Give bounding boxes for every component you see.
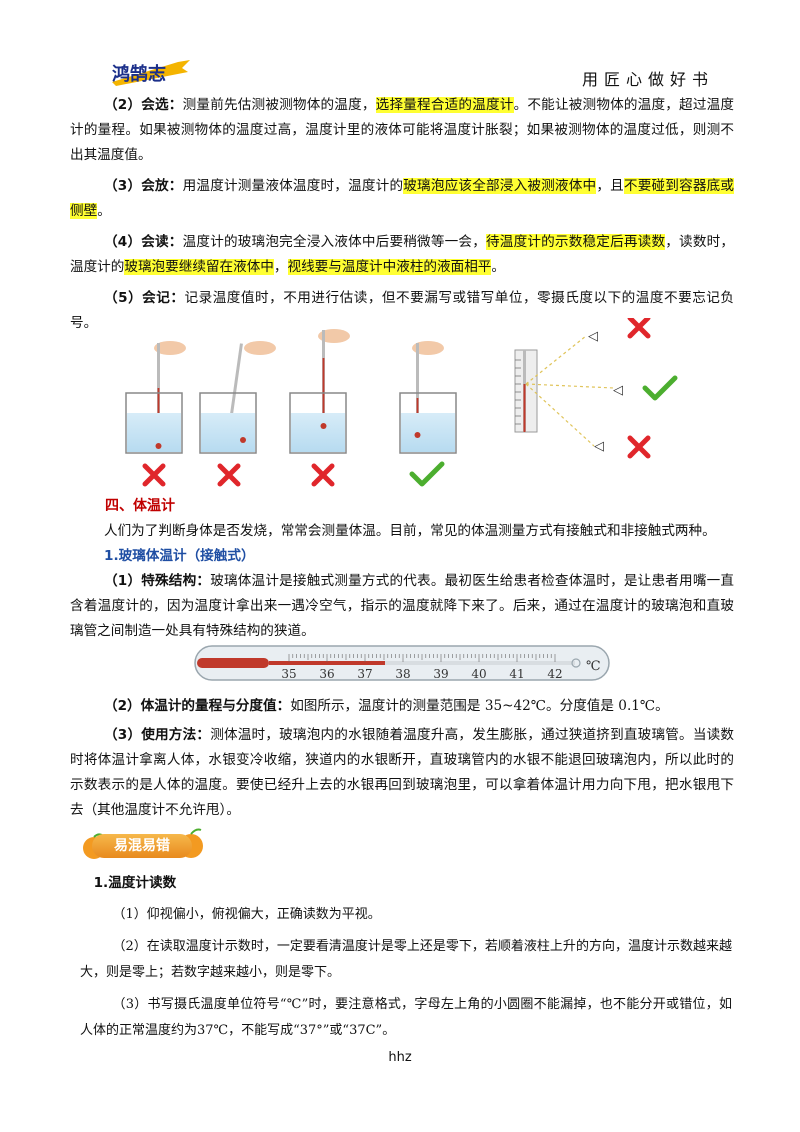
tick-marks <box>288 654 556 662</box>
cross-icon <box>627 318 651 339</box>
eye-icon: ◁ <box>588 329 598 344</box>
thermometer-text: （2）体温计的量程与分度值：如图所示，温度计的测量范围是 35~42℃。分度值是… <box>70 694 734 823</box>
header-slogan: 用匠心做好书 <box>581 70 714 89</box>
usage-para: （3）使用方法：测体温时，玻璃泡内的水银随着温度升高，发生膨胀，通过狭道挤到直玻… <box>70 727 734 818</box>
cross-icon <box>217 463 241 487</box>
logo-text: 鸿鹄志 <box>112 63 166 85</box>
scale-label: 36 <box>319 667 334 681</box>
tips-badge: 易混易错 <box>80 826 204 866</box>
special-structure-para: （1）特殊结构：玻璃体温计是接触式测量方式的代表。最初医生给患者检查体温时，是让… <box>70 573 734 639</box>
rule-read: （4）会读：温度计的玻璃泡完全浸入液体中后要稍微等一会，待温度计的示数稳定后再读… <box>70 234 735 275</box>
badge-label: 易混易错 <box>92 834 192 858</box>
scale-label: 42 <box>547 667 562 681</box>
tick-labels: 35 36 37 38 39 40 41 42 <box>281 667 562 681</box>
eye-icon: ◁ <box>594 439 604 454</box>
eye-icon: ◁ <box>613 383 623 398</box>
section-body-temp: 四、体温计 人们为了判断身体是否发烧，常常会测量体温。目前，常见的体温测量方式有… <box>70 494 734 644</box>
rule-select: （2）会选：测量前先估测被测物体的温度，选择量程合适的温度计。不能让被测物体的温… <box>70 97 735 163</box>
tips-item: （3）书写摄氏温度单位符号“℃”时，要注意格式，字母左上角的小圆圈不能漏掉，也不… <box>80 997 732 1038</box>
clinical-thermometer: 35 36 37 38 39 40 41 42 ℃ <box>194 645 610 681</box>
beaker-wrong-not-immersed <box>289 329 350 454</box>
scale-label: 35 <box>281 667 296 681</box>
check-icon <box>642 375 678 401</box>
footer-text: hhz <box>388 1050 412 1065</box>
section-title: 四、体温计 <box>105 498 175 514</box>
scale-label: 39 <box>433 667 448 681</box>
tips-item: （1）仰视偏小，俯视偏大，正确读数为平视。 <box>112 907 381 922</box>
cross-icon <box>142 463 166 487</box>
tips-block: 1.温度计读数 （1）仰视偏小，俯视偏大，正确读数为平视。 （2）在读取温度计示… <box>80 870 732 1044</box>
cross-icon <box>627 435 651 459</box>
rules-block: （2）会选：测量前先估测被测物体的温度，选择量程合适的温度计。不能让被测物体的温… <box>70 93 735 336</box>
tips-title: 1.温度计读数 <box>93 875 177 891</box>
range-para: （2）体温计的量程与分度值：如图所示，温度计的测量范围是 35~42℃。分度值是… <box>104 698 669 714</box>
brand-logo: 鸿鹄志 <box>112 60 190 86</box>
cross-icon <box>311 463 335 487</box>
unit-label: ℃ <box>586 659 601 674</box>
thermometer-usage-illustration: ◁ ◁ ◁ <box>125 318 678 487</box>
scale-label: 40 <box>471 667 486 681</box>
beaker-wrong-touching-wall <box>199 341 276 454</box>
section-intro: 人们为了判断身体是否发烧，常常会测量体温。目前，常见的体温测量方式有接触式和非接… <box>104 523 716 539</box>
rule-record: （5）会记：记录温度值时，不用进行估读，但不要漏写或错写单位，零摄氏度以下的温度… <box>70 290 734 331</box>
check-icon <box>409 461 445 487</box>
tips-item: （2）在读取温度计示数时，一定要看清温度计是零上还是零下，若顺着液柱上升的方向，… <box>80 939 732 980</box>
rule-place: （3）会放：用温度计测量液体温度时，温度计的玻璃泡应该全部浸入被测液体中，且不要… <box>70 178 735 219</box>
beaker-wrong-touching-bottom <box>125 341 186 454</box>
eye-view-diagram: ◁ ◁ ◁ <box>514 318 678 459</box>
subsection-title: 1.玻璃体温计（接触式） <box>104 548 255 564</box>
beaker-correct <box>399 341 457 454</box>
scale-label: 38 <box>395 667 410 681</box>
scale-label: 41 <box>509 667 524 681</box>
scale-label: 37 <box>357 667 372 681</box>
